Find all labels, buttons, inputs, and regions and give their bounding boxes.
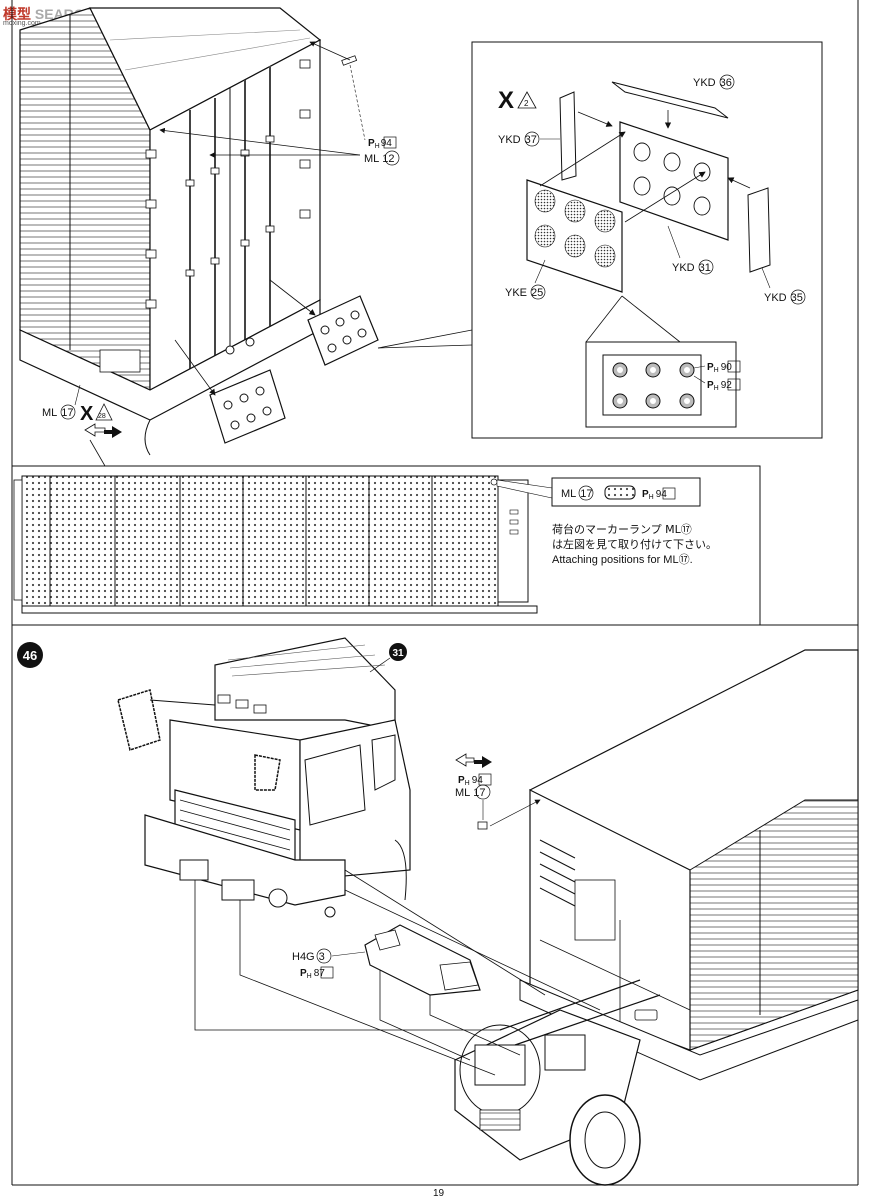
note-en-line: Attaching positions for ML⑰. (552, 554, 693, 566)
alignment-lines (194, 869, 601, 1076)
note-jp-line2: は左図を見て取り付けて下さい。 (552, 538, 717, 551)
detail-box: X 2 (377, 41, 823, 439)
chassis (454, 979, 661, 1186)
marker-lamp-part (604, 485, 636, 500)
cab-part-31-badge (389, 643, 407, 661)
truck-rear-box (19, 7, 322, 456)
x-mark-left: X (80, 403, 94, 425)
step-46-number: 46 (23, 648, 37, 663)
note-jp-line1: 荷台のマーカーランプ ML⑰ (552, 523, 692, 536)
step-count-2: 2 (524, 99, 529, 108)
x-mark-detail: X (498, 87, 514, 114)
ph94-label-top: PH94 (368, 138, 392, 150)
step-46-badge (17, 642, 43, 668)
bracket-h4g3 (364, 924, 481, 996)
side-view-box (11, 465, 761, 626)
direction-arrows-46 (455, 753, 492, 768)
step-count-28: 28 (98, 413, 106, 420)
cab-part-31-number: 31 (392, 648, 404, 659)
light-panel-left (209, 369, 286, 444)
light-panel-right (307, 295, 379, 366)
watermark-cn: 模型 (3, 6, 31, 22)
page-number: 19 (432, 1188, 445, 1199)
direction-arrows-left (84, 423, 122, 438)
watermark-url: moxing.com (3, 20, 41, 27)
truck-cab (117, 637, 411, 918)
